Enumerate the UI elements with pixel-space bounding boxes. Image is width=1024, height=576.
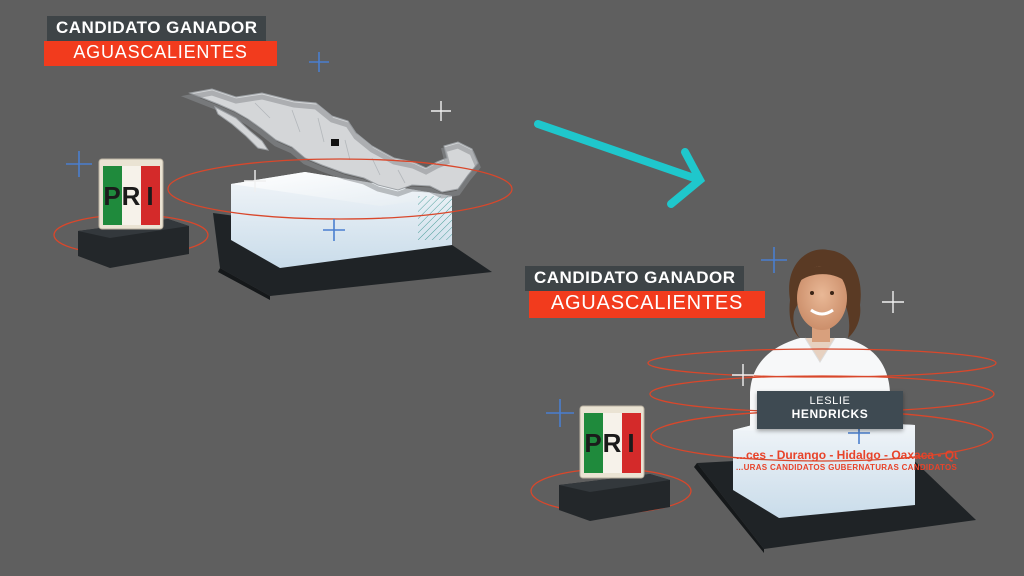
crosshair-icon [309,52,329,72]
pri-letter-r: R [122,181,141,211]
candidate-name-plate: LESLIE HENDRICKS [757,391,903,429]
pri-letter-i: I [627,428,634,458]
title-card-bottom: CANDIDATO GANADOR AGUASCALIENTES [525,266,765,318]
title-card-heading: CANDIDATO GANADOR [47,16,267,41]
candidate-last-name: HENDRICKS [791,407,869,421]
ticker-states: ...ces - Durango - Hidalgo - Oaxaca - Qu [736,448,958,462]
pri-logo-icon: P R I [579,405,645,479]
map-mexico-icon [180,88,481,199]
pri-logo-stand-bottom: P R I [530,405,692,521]
ticker-labels: ...URAS CANDIDATOS GUBERNATURAS CANDIDAT… [736,463,958,472]
arrow-right-icon [534,120,706,208]
crosshair-icon [882,291,904,313]
title-card-top: CANDIDATO GANADOR AGUASCALIENTES [44,16,277,66]
candidate-first-name: LESLIE [809,395,851,407]
title-card-heading: CANDIDATO GANADOR [525,266,745,291]
pri-letter-i: I [146,181,153,211]
crosshair-icon [244,170,266,192]
crosshair-icon [431,101,451,121]
crosshair-icon [546,399,574,427]
orbit-ring [167,158,513,220]
podium-ticker: ...ces - Durango - Hidalgo - Oaxaca - Qu… [736,448,958,472]
pri-letter-p: P [584,428,601,458]
crosshair-icon [66,151,92,177]
pri-letter-p: P [103,181,120,211]
crosshair-icon [761,247,787,273]
pri-logo-icon: P R I [98,158,164,230]
crosshair-icon [732,364,754,386]
pri-letter-r: R [603,428,622,458]
title-card-state: AGUASCALIENTES [44,41,277,66]
pri-logo-stand-top: P R I [53,158,209,268]
crosshair-icon [323,219,345,241]
title-card-state: AGUASCALIENTES [529,291,765,318]
